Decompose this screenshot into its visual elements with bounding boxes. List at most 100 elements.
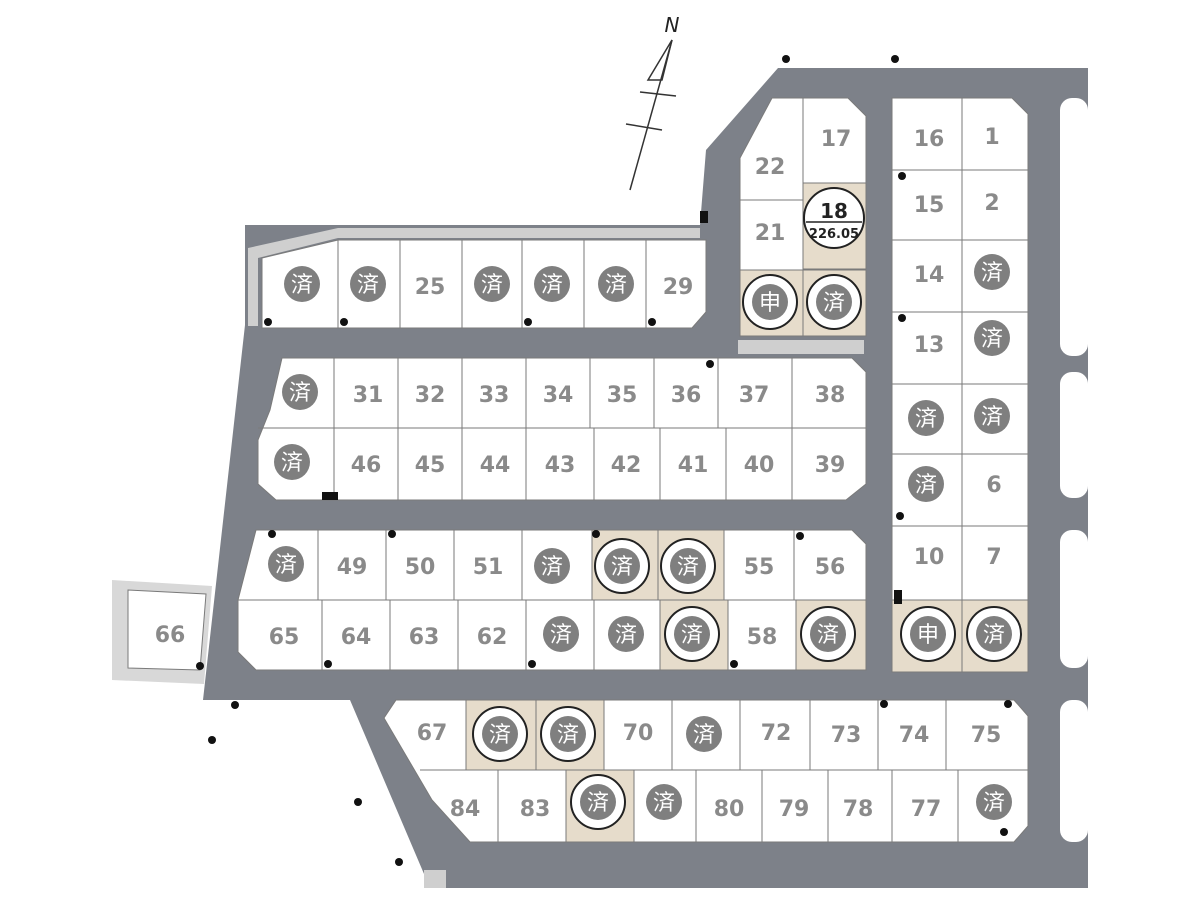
lot-16-label: 16: [914, 127, 945, 152]
applied-badge-ringed: 申: [742, 274, 798, 330]
lot-74-label: 74: [899, 723, 930, 748]
east-stub-4: [1060, 700, 1088, 842]
svg-text:済: 済: [550, 623, 572, 648]
lot-67-label: 67: [417, 721, 448, 746]
sold-badge: 済: [284, 266, 320, 302]
lot-13-label: 13: [914, 333, 945, 358]
lot-37-label: 37: [739, 383, 770, 408]
lot-83-label: 83: [520, 797, 551, 822]
sold-badge-ringed: 済: [664, 606, 720, 662]
svg-text:済: 済: [653, 791, 675, 816]
lot-38-label: 38: [815, 383, 846, 408]
lot-33-label: 33: [479, 383, 510, 408]
sold-badge: 済: [268, 546, 304, 582]
sold-badge: 済: [534, 266, 570, 302]
block-31-46: [257, 357, 867, 501]
svg-text:済: 済: [915, 473, 937, 498]
lot-18-circle: [803, 187, 865, 249]
lot-32-label: 32: [415, 383, 446, 408]
sold-badge-ringed: 済: [594, 538, 650, 594]
svg-text:済: 済: [587, 791, 609, 816]
lot-numbers: 1 2 6 7 10 13 14 15 16 17 21 22 25 29 31…: [155, 125, 1002, 822]
lot-42-label: 42: [611, 453, 642, 478]
sold-badge: 済: [598, 266, 634, 302]
lot-10-label: 10: [914, 545, 945, 570]
compass-tick-2: [625, 123, 663, 131]
svg-text:済: 済: [357, 273, 379, 298]
sold-badge: 済: [908, 466, 944, 502]
svg-text:済: 済: [605, 273, 627, 298]
lot-21-label: 21: [755, 221, 786, 246]
lot-17-label: 17: [821, 127, 852, 152]
svg-text:済: 済: [481, 273, 503, 298]
sold-badge-ringed: 済: [806, 274, 862, 330]
lot-18-number: 18: [820, 199, 848, 223]
road-edge-strips: [248, 228, 864, 888]
svg-text:済: 済: [611, 555, 633, 580]
sold-badge: 済: [976, 784, 1012, 820]
lot-75-label: 75: [971, 723, 1002, 748]
lot-15-label: 15: [914, 193, 945, 218]
lot-70-label: 70: [623, 721, 654, 746]
lot-63-label: 63: [409, 625, 440, 650]
lot-65-label: 65: [269, 625, 300, 650]
lot-49-label: 49: [337, 555, 368, 580]
svg-text:済: 済: [281, 451, 303, 476]
road-edge-north: [248, 228, 700, 326]
applied-badge-ringed: 申: [900, 606, 956, 662]
lot-78-label: 78: [843, 797, 874, 822]
svg-text:済: 済: [541, 273, 563, 298]
road-edge-south: [424, 870, 446, 888]
sold-badge-ringed: 済: [660, 538, 716, 594]
lot-64-label: 64: [341, 625, 372, 650]
lot-1-label: 1: [984, 125, 999, 150]
sold-badge-ringed: 済: [966, 606, 1022, 662]
svg-text:済: 済: [983, 791, 1005, 816]
svg-text:済: 済: [981, 405, 1003, 430]
lot-14-label: 14: [914, 263, 945, 288]
lot-55-label: 55: [744, 555, 775, 580]
svg-text:済: 済: [541, 555, 563, 580]
svg-text:済: 済: [291, 273, 313, 298]
lot-7-label: 7: [986, 545, 1001, 570]
svg-text:済: 済: [615, 623, 637, 648]
lot-46-label: 46: [351, 453, 382, 478]
sold-badge: 済: [534, 548, 570, 584]
lot-2-label: 2: [984, 191, 999, 216]
lot-73-label: 73: [831, 723, 862, 748]
lot-50-label: 50: [405, 555, 436, 580]
lot-58-label: 58: [747, 625, 778, 650]
east-edge-stubs: [1060, 98, 1088, 842]
applied-badges: 申 申: [742, 274, 956, 662]
road-edge-mid: [738, 340, 864, 354]
svg-text:済: 済: [817, 623, 839, 648]
lot-72-label: 72: [761, 721, 792, 746]
compass-tick-1: [639, 91, 677, 97]
svg-text:済: 済: [915, 407, 937, 432]
svg-text:済: 済: [981, 261, 1003, 286]
sold-badge-ringed: 済: [800, 606, 856, 662]
sold-badge: 済: [686, 716, 722, 752]
lot-36-label: 36: [671, 383, 702, 408]
lot-25-label: 25: [415, 275, 446, 300]
sold-badge: 済: [974, 254, 1010, 290]
sold-badge-ringed: 済: [472, 706, 528, 762]
lot-35-label: 35: [607, 383, 638, 408]
sold-badge: 済: [908, 400, 944, 436]
lot-43-label: 43: [545, 453, 576, 478]
lot-44-label: 44: [480, 453, 511, 478]
lot-51-label: 51: [473, 555, 504, 580]
sold-badge: 済: [282, 374, 318, 410]
svg-text:済: 済: [693, 723, 715, 748]
sold-badge: 済: [543, 616, 579, 652]
compass-label: N: [665, 13, 680, 37]
block-right-column: [891, 97, 1029, 673]
sold-badge: 済: [350, 266, 386, 302]
lot-18-highlight[interactable]: 18 226.05: [803, 187, 865, 249]
svg-text:済: 済: [983, 623, 1005, 648]
lot-39-label: 39: [815, 453, 846, 478]
lot-84-label: 84: [450, 797, 481, 822]
sold-badge: 済: [608, 616, 644, 652]
svg-text:済: 済: [677, 555, 699, 580]
